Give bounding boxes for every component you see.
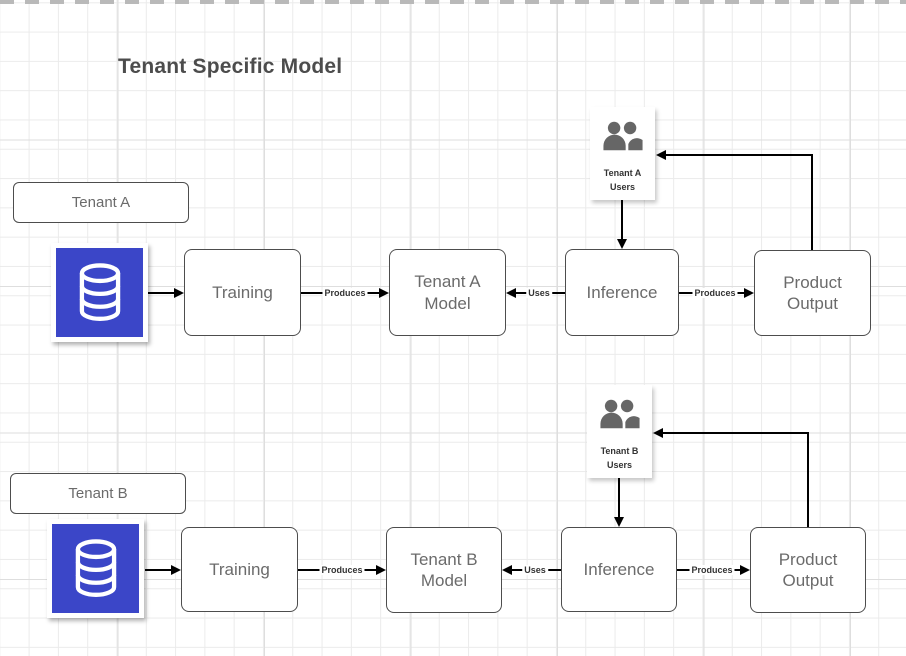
edge-users-to-inference-a [621,200,623,240]
inference-label: Inference [586,282,658,302]
edge-label-uses: Uses [526,288,552,298]
tenant-b-training-node: Training [181,527,298,612]
model-label: Tenant B Model [410,549,478,590]
diagram-title: Tenant Specific Model [118,55,343,78]
edge-output-to-users-b-horizontal [663,432,809,434]
arrowhead-down-icon [617,239,627,249]
training-label: Training [212,282,273,302]
tenant-b-output-node: Product Output [750,527,866,613]
model-label: Tenant A Model [414,272,481,313]
tenant-a-inference-node: Inference [565,249,679,336]
tenant-b-users-node: Tenant B Users [587,385,652,478]
edge-db-to-training-a [148,292,176,294]
tenant-a-database-node [51,243,148,342]
edge-output-to-users-b-vertical [807,433,809,527]
training-label: Training [209,559,270,579]
database-cylinder-icon [79,262,120,321]
users-caption-line1: Tenant A [603,168,642,178]
edge-label-produces: Produces [322,288,368,298]
edge-output-to-users-a-horizontal [666,154,813,156]
edge-users-to-inference-b [618,478,620,519]
edge-label-produces: Produces [689,565,735,575]
arrowhead-right-icon [744,288,754,298]
users-caption-line2: Users [609,182,636,193]
tenant-b-database-node [47,519,144,618]
dashed-divider-line [0,0,906,4]
users-icon [602,121,643,151]
tenant-b-label: Tenant B [68,485,128,502]
tenant-b-label-box: Tenant B [10,473,186,514]
tenant-a-label: Tenant A [71,194,131,211]
users-caption: Tenant A Users [604,166,642,195]
users-caption-line1: Tenant B [600,446,639,456]
edge-label-produces: Produces [319,565,365,575]
output-label: Product Output [778,549,838,590]
tenant-b-inference-node: Inference [561,527,677,612]
edge-label-produces: Produces [692,288,738,298]
arrowhead-right-icon [379,288,389,298]
arrowhead-right-icon [740,565,750,575]
database-icon [52,524,139,613]
tenant-a-model-node: Tenant A Model [389,249,506,336]
output-label: Product Output [783,272,842,313]
edge-output-to-users-a-vertical [811,155,813,250]
arrowhead-down-icon [614,517,624,527]
tenant-a-label-box: Tenant A [13,182,189,223]
database-icon [56,248,143,337]
edge-label-uses: Uses [522,565,548,575]
users-caption: Tenant B Users [601,444,639,473]
tenant-b-model-node: Tenant B Model [386,527,502,613]
arrowhead-right-icon [376,565,386,575]
arrowhead-left-icon [502,565,512,575]
arrowhead-right-icon [174,288,184,298]
arrowhead-left-icon [653,428,663,438]
tenant-a-output-node: Product Output [754,250,871,336]
users-caption-line2: Users [606,460,633,471]
tenant-a-users-node: Tenant A Users [590,107,655,200]
arrowhead-right-icon [171,565,181,575]
arrowhead-left-icon [656,150,666,160]
edge-db-to-training-b [145,569,173,571]
users-icon [599,399,640,429]
arrowhead-left-icon [506,288,516,298]
database-cylinder-icon [75,538,116,597]
inference-label: Inference [583,559,655,579]
tenant-a-training-node: Training [184,249,301,336]
